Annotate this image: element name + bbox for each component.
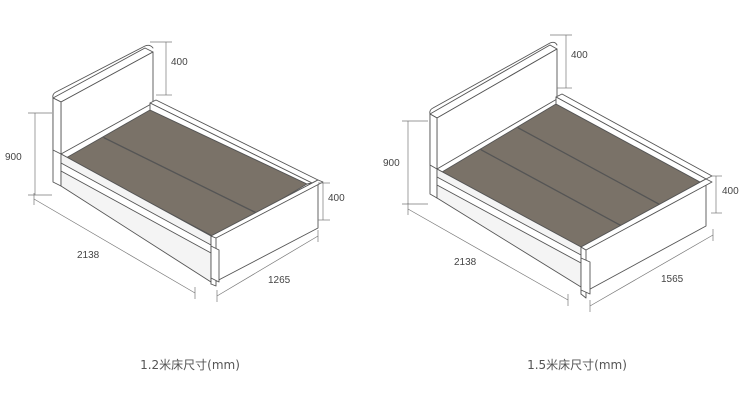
bed-frame [60,99,324,287]
dim-label-frame-height: 400 [328,193,345,204]
slat-line [103,137,259,215]
caption-bed-1-2m: 1.2米床尺寸(mm) [140,358,240,372]
dim-width: 1565 [589,229,714,312]
dim-total-height: 900 [5,112,52,196]
dim-label-headboard: 400 [571,50,588,61]
slat-line [102,136,258,214]
dim-headboard-height: 400 [150,41,188,96]
dim-total-height: 900 [383,120,428,205]
dim-width: 1265 [216,230,319,302]
dim-label-length: 2138 [454,257,477,268]
dim-length: 2138 [407,203,569,306]
dim-frame-height: 400 [711,175,739,214]
dim-label-length: 2138 [77,250,100,261]
dim-frame-height: 400 [318,182,345,221]
dim-label-width: 1265 [268,275,291,286]
dim-label-headboard: 400 [171,57,188,68]
bed-frame [436,93,713,299]
caption-bed-1-5m: 1.5米床尺寸(mm) [527,358,627,372]
dim-label-total-height: 900 [5,152,22,163]
bed-drawing-1-2m: 400 900 400 2138 1265 [5,41,345,372]
dim-label-total-height: 900 [383,158,400,169]
dim-label-width: 1565 [661,274,684,285]
dim-headboard-height: 400 [550,34,588,89]
slat-line [480,149,626,229]
headboard [52,44,154,187]
slat-line [517,127,663,207]
dim-length: 2138 [33,193,196,299]
headboard [429,41,558,199]
dim-label-frame-height: 400 [722,186,739,197]
bed-drawing-1-5m: 400 900 400 2138 1565 [383,34,739,372]
